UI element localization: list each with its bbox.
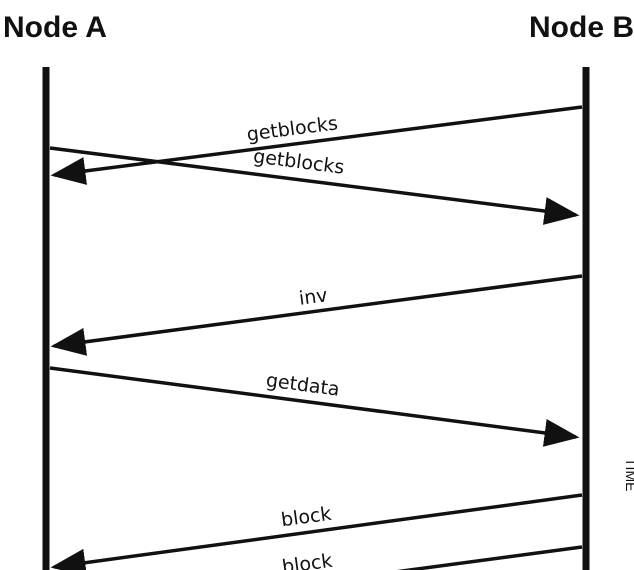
node-b-label: Node B — [529, 11, 634, 44]
node-a-label: Node A — [3, 11, 107, 44]
message-label-block-1: block — [280, 503, 333, 532]
message-arrow-getdata — [49, 366, 580, 447]
time-axis-label: TIME — [623, 458, 634, 491]
message-label-inv: inv — [298, 284, 329, 310]
message-arrow-getblocks-a-to-b — [49, 146, 580, 225]
message-label-block-2: block — [281, 550, 334, 570]
message-arrow-block-2 — [396, 545, 583, 570]
message-arrow-getblocks-b-to-a — [50, 105, 583, 185]
message-arrow-inv — [50, 274, 583, 356]
message-arrow-block-1 — [50, 493, 583, 570]
